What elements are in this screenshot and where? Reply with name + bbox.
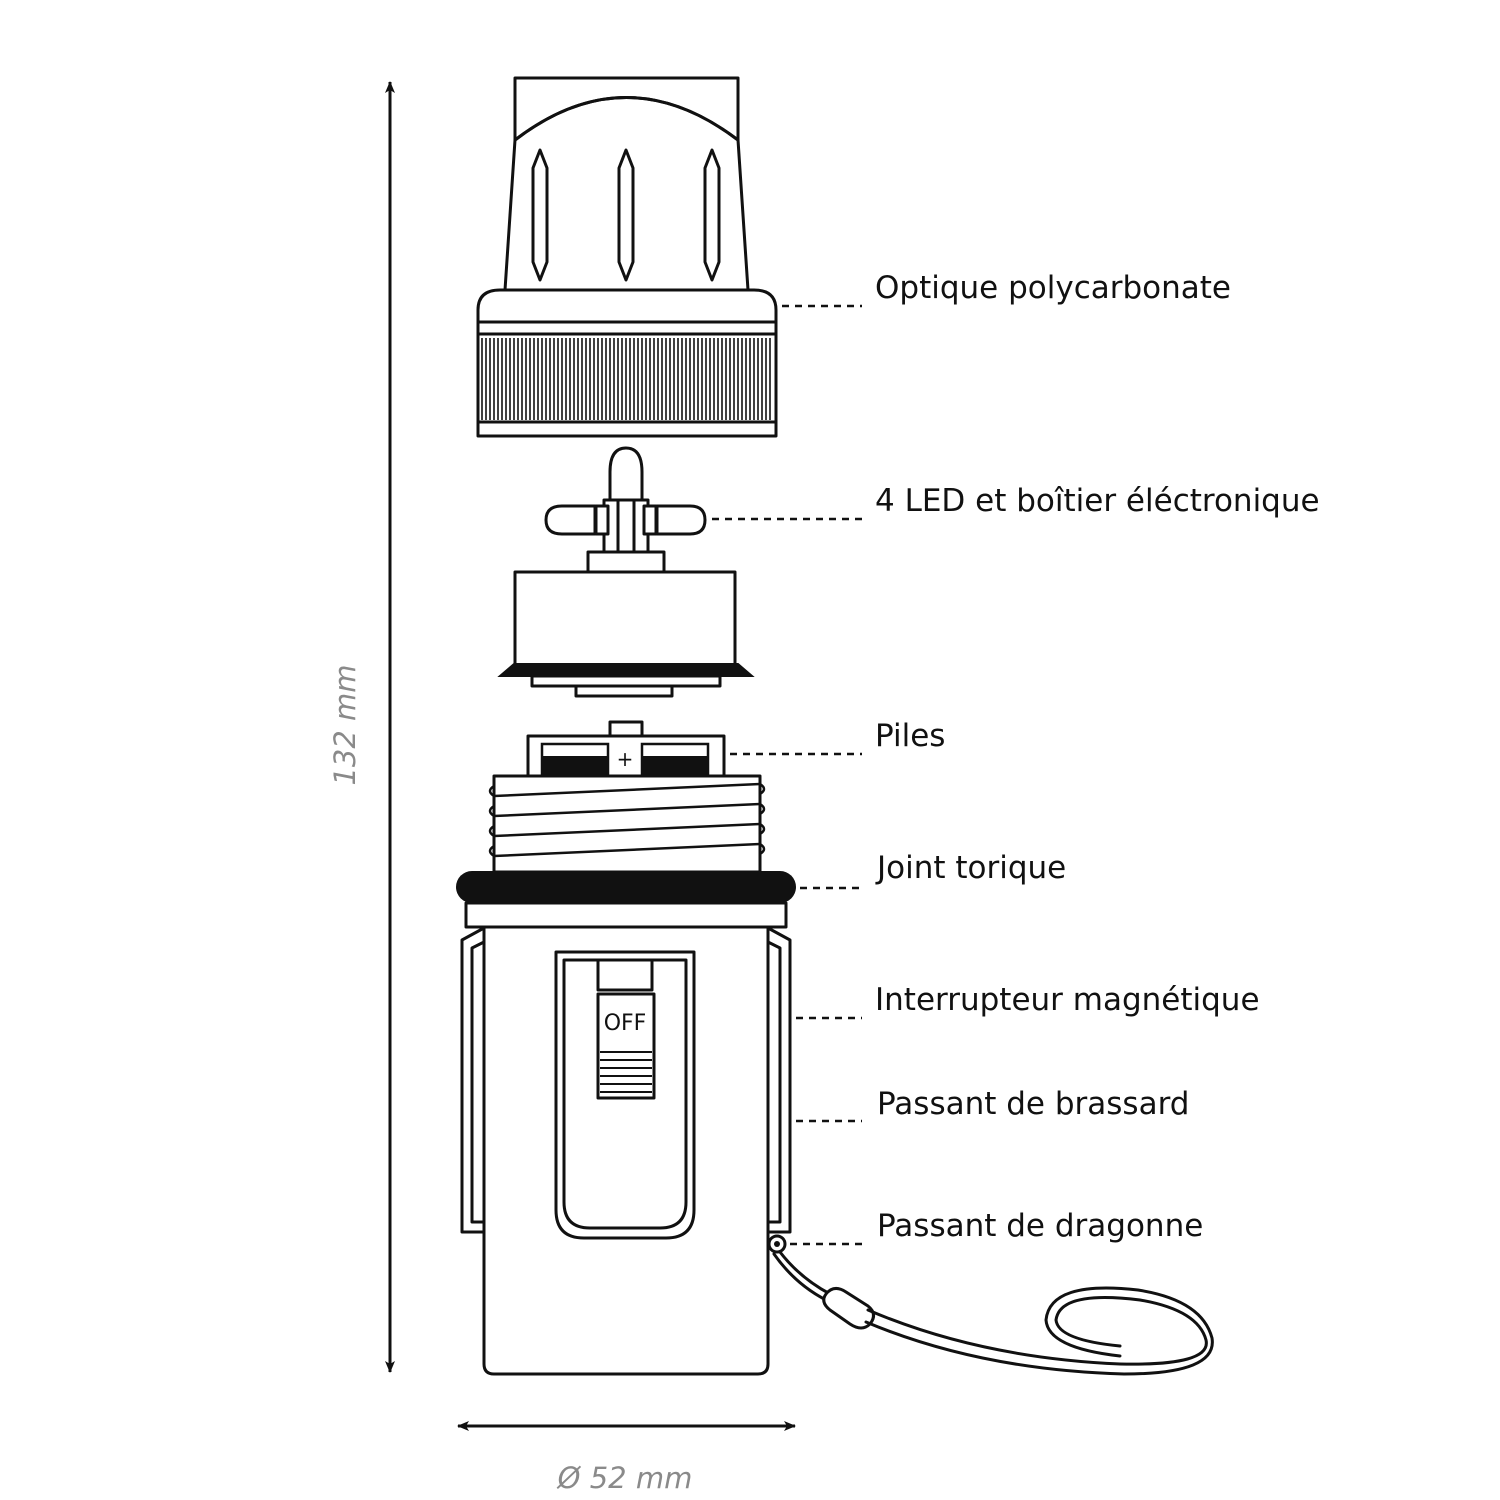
thread-lines [488, 782, 766, 858]
leader-lines [712, 304, 862, 1246]
threaded-body [488, 774, 766, 874]
diameter-label: Ø 52 mm [557, 1461, 693, 1495]
label-batteries: Piles [875, 718, 945, 754]
optic-rib-2 [617, 148, 635, 282]
optic-rib-3 [703, 148, 721, 282]
label-optic: Optique polycarbonate [875, 270, 1231, 306]
armband-loop-right [766, 926, 792, 1234]
diameter-dimension: Ø 52 mm [457, 1421, 796, 1495]
battery-polarity-mark: + [617, 747, 634, 771]
label-led: 4 LED et boîtier éléctronique [875, 483, 1320, 519]
label-switch: Interrupteur magnétique [875, 982, 1260, 1018]
knurled-grip [481, 338, 771, 420]
battery-pack: + [526, 720, 726, 780]
optic-dome [476, 76, 778, 438]
height-label: 132 mm [328, 664, 362, 785]
armband-loop-left [460, 926, 486, 1234]
o-ring [456, 871, 796, 903]
callout-labels: Optique polycarbonate 4 LED et boîtier é… [875, 270, 1320, 1244]
switch-grip-lines [600, 1051, 652, 1093]
housing-flange [497, 663, 755, 677]
led-module [497, 446, 755, 698]
label-lanyard: Passant de dragonne [877, 1208, 1203, 1244]
switch-state-label: OFF [604, 1011, 647, 1036]
main-body: OFF [460, 901, 792, 1376]
lanyard [767, 1234, 1214, 1376]
optic-rib-1 [531, 148, 549, 282]
label-oring: Joint torique [875, 850, 1066, 886]
label-armband: Passant de brassard [877, 1086, 1189, 1122]
height-dimension: 132 mm [328, 81, 395, 1373]
switch-slider [596, 992, 656, 1100]
